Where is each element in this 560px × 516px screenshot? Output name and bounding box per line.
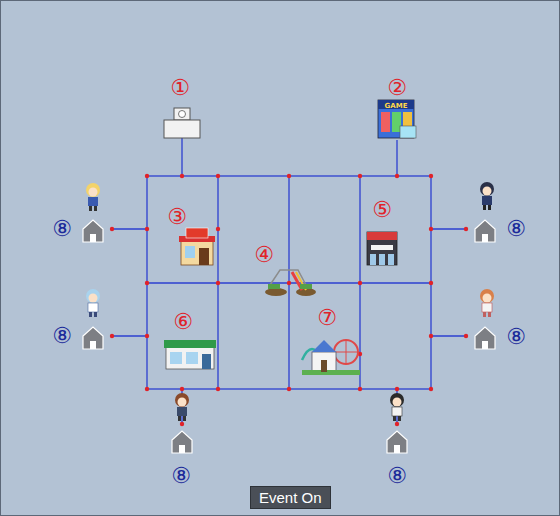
callout-number: ⑧ xyxy=(52,218,72,240)
supermarket-icon xyxy=(164,340,216,369)
callout-number: ⑧ xyxy=(506,326,526,348)
callout-number: ① xyxy=(170,77,190,99)
callout-number: ⑤ xyxy=(372,199,392,221)
callout-number: ⑧ xyxy=(171,465,191,487)
callout-number: ⑧ xyxy=(506,218,526,240)
callout-number: ⑥ xyxy=(173,311,193,333)
house-doors xyxy=(90,234,488,453)
cinema-icon xyxy=(367,232,397,265)
callout-number: ⑧ xyxy=(387,465,407,487)
office-icon xyxy=(164,108,200,138)
fast-food-icon xyxy=(179,228,215,265)
character-sprites xyxy=(86,182,494,421)
callout-number: ⑧ xyxy=(52,325,72,347)
game-center-icon: GAME xyxy=(378,100,416,138)
amusement-park-icon xyxy=(302,340,360,375)
event-button: Event On xyxy=(250,486,331,509)
callout-number: ② xyxy=(387,77,407,99)
playground-icon xyxy=(265,270,316,296)
callout-number: ④ xyxy=(254,244,274,266)
road-grid xyxy=(112,138,466,424)
house-icons xyxy=(83,220,495,453)
callout-number: ⑦ xyxy=(317,307,337,329)
svg-text:GAME: GAME xyxy=(385,102,408,110)
button-label: Event On xyxy=(259,490,322,505)
callout-number: ③ xyxy=(167,206,187,228)
waypoint-dots xyxy=(110,174,468,426)
